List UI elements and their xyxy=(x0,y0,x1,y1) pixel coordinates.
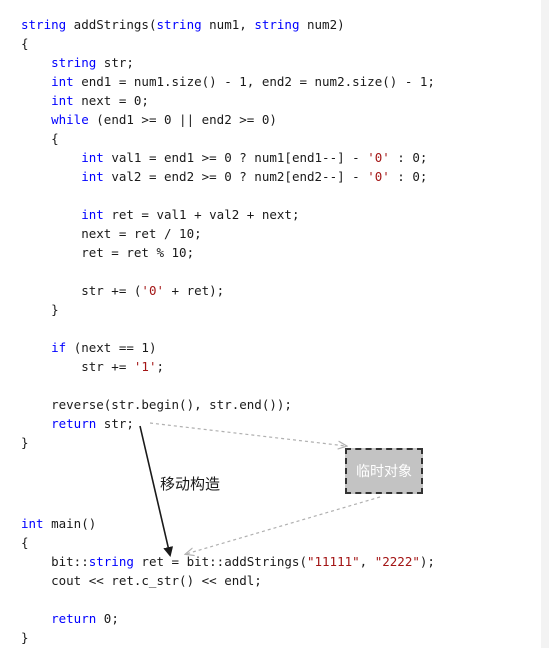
scrollbar-track[interactable] xyxy=(541,0,549,648)
code-line-11: int ret = val1 + val2 + next; xyxy=(21,205,299,224)
code-text: { xyxy=(21,36,29,51)
code-line-18: if (next == 1) xyxy=(21,338,156,357)
code-line-13: ret = ret % 10; xyxy=(21,243,194,262)
code-line-2: { xyxy=(21,34,29,53)
code-text: reverse(str.begin(), str.end()); xyxy=(21,397,292,412)
code-line-12: next = ret / 10; xyxy=(21,224,202,243)
code-line-33: } xyxy=(21,628,29,647)
code-text: if (next == 1) xyxy=(51,340,157,355)
code-line-15: str += ('0' + ret); xyxy=(21,281,224,300)
code-line-16: } xyxy=(21,300,59,319)
code-line-3: string str; xyxy=(21,53,134,72)
move-arrow xyxy=(139,425,174,557)
code-line-21: reverse(str.begin(), str.end()); xyxy=(21,395,292,414)
code-text: int ret = val1 + val2 + next; xyxy=(81,207,300,222)
code-line-7: { xyxy=(21,129,59,148)
code-text: str += '1'; xyxy=(21,359,164,374)
code-line-4: int end1 = num1.size() - 1, end2 = num2.… xyxy=(21,72,435,91)
code-line-30: cout << ret.c_str() << endl; xyxy=(21,571,262,590)
code-line-5: int next = 0; xyxy=(21,91,149,110)
code-line-32: return 0; xyxy=(21,609,119,628)
code-text: int val2 = end2 >= 0 ? num2[end2--] - '0… xyxy=(81,169,428,184)
code-text: int end1 = num1.size() - 1, end2 = num2.… xyxy=(51,74,435,89)
code-line-19: str += '1'; xyxy=(21,357,164,376)
code-line-29: bit::string ret = bit::addStrings("11111… xyxy=(21,552,435,571)
code-text: int val1 = end1 >= 0 ? num1[end1--] - '0… xyxy=(81,150,428,165)
code-line-8: int val1 = end1 >= 0 ? num1[end1--] - '0… xyxy=(21,148,427,167)
code-line-9: int val2 = end2 >= 0 ? num2[end2--] - '0… xyxy=(21,167,427,186)
code-text: string addStrings(string num1, string nu… xyxy=(21,17,345,32)
code-line-1: string addStrings(string num1, string nu… xyxy=(21,15,345,34)
move-construct-label: 移动构造 xyxy=(160,475,221,493)
temp-arrow-in xyxy=(149,422,346,446)
code-text: } xyxy=(21,302,59,317)
code-text: cout << ret.c_str() << endl; xyxy=(21,573,262,588)
code-line-27: int main() xyxy=(21,514,96,533)
temp-object-label: 临时对象 xyxy=(356,464,412,480)
code-text: bit::string ret = bit::addStrings("11111… xyxy=(21,554,435,569)
code-text: } xyxy=(21,435,29,450)
temp-object-box: 临时对象 xyxy=(345,448,423,494)
code-text: int main() xyxy=(21,516,97,531)
code-text: { xyxy=(21,131,59,146)
code-text: next = ret / 10; xyxy=(21,226,202,241)
code-text: } xyxy=(21,630,29,645)
code-text: int next = 0; xyxy=(51,93,149,108)
code-text: ret = ret % 10; xyxy=(21,245,195,260)
code-line-28: { xyxy=(21,533,29,552)
code-text: return 0; xyxy=(51,611,119,626)
code-text: return str; xyxy=(51,416,134,431)
code-text: { xyxy=(21,535,29,550)
code-line-23: } xyxy=(21,433,29,452)
code-text: while (end1 >= 0 || end2 >= 0) xyxy=(51,112,277,127)
code-line-22: return str; xyxy=(21,414,134,433)
code-text: string str; xyxy=(51,55,134,70)
temp-arrow-out xyxy=(186,496,381,554)
code-text: str += ('0' + ret); xyxy=(21,283,225,298)
code-line-6: while (end1 >= 0 || end2 >= 0) xyxy=(21,110,277,129)
